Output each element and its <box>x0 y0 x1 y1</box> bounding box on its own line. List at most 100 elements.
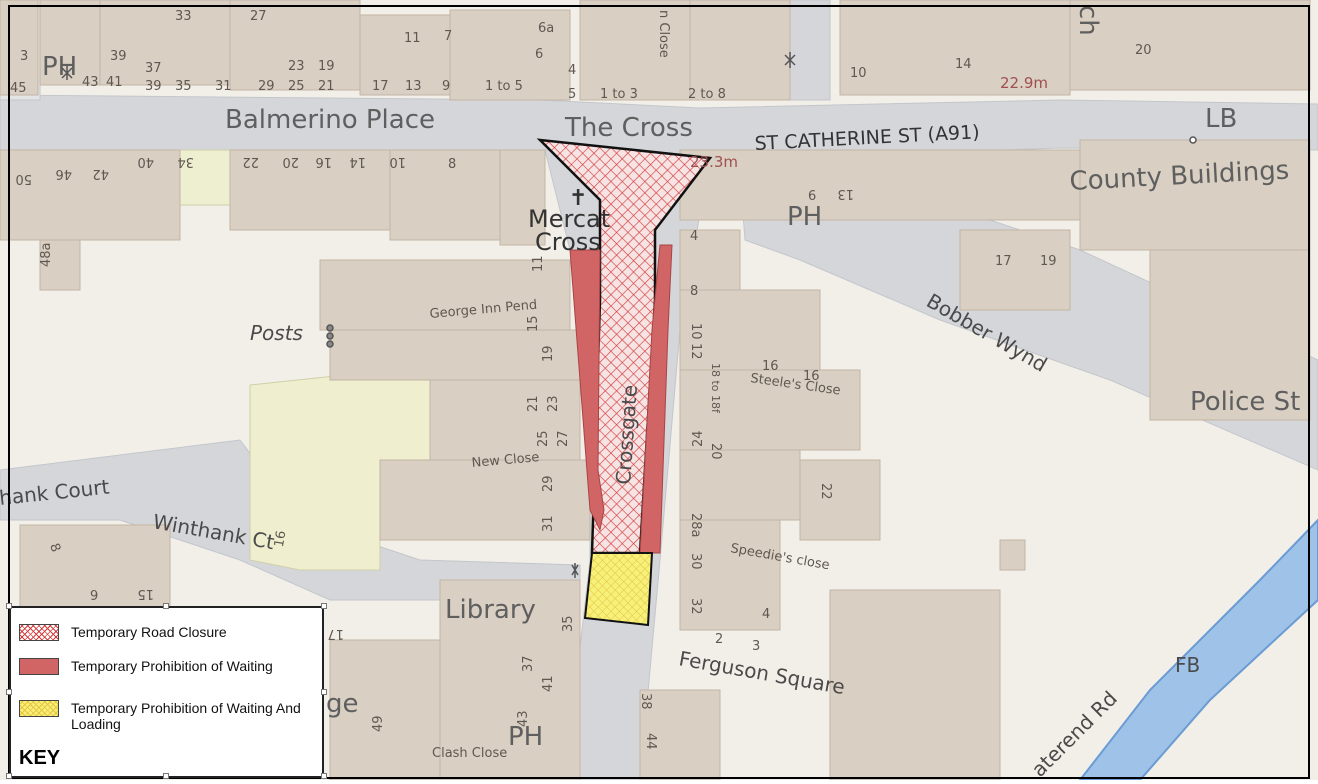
svg-text:18 to 18f: 18 to 18f <box>709 363 722 414</box>
svg-text:12: 12 <box>688 343 703 360</box>
svg-text:4: 4 <box>568 63 576 78</box>
svg-text:11: 11 <box>531 255 546 272</box>
svg-text:9: 9 <box>442 79 450 94</box>
svg-text:31: 31 <box>215 79 232 94</box>
svg-text:27: 27 <box>250 9 267 24</box>
svg-text:23: 23 <box>288 59 305 74</box>
resize-handle-top-right[interactable] <box>321 603 327 609</box>
svg-text:10: 10 <box>389 154 406 169</box>
svg-text:30: 30 <box>688 553 703 570</box>
svg-text:16: 16 <box>803 369 820 384</box>
label-ge: ge <box>326 689 359 719</box>
svg-text:49: 49 <box>371 715 386 732</box>
map-border <box>8 5 1310 779</box>
legend-item-road-closure: Temporary Road Closure <box>19 624 227 641</box>
svg-text:48a: 48a <box>39 242 54 267</box>
svg-text:14: 14 <box>955 57 972 72</box>
svg-text:40: 40 <box>137 154 154 169</box>
legend-label-road-closure: Temporary Road Closure <box>71 624 227 640</box>
svg-text:8: 8 <box>690 284 698 299</box>
label-close-top: n Close <box>656 10 671 58</box>
label-mercat: Mercat <box>528 205 610 233</box>
svg-text:17: 17 <box>995 254 1012 269</box>
svg-text:20: 20 <box>282 154 299 169</box>
svg-text:5: 5 <box>568 87 576 102</box>
svg-text:6a: 6a <box>538 21 554 36</box>
waiting-swatch-icon <box>19 658 59 675</box>
svg-text:7: 7 <box>444 29 452 44</box>
svg-text:39: 39 <box>145 79 162 94</box>
svg-text:3: 3 <box>752 639 760 654</box>
svg-text:29: 29 <box>541 475 556 492</box>
svg-text:10: 10 <box>688 323 703 340</box>
svg-text:20: 20 <box>1135 43 1152 58</box>
svg-text:15: 15 <box>526 315 541 332</box>
label-cross: Cross <box>535 228 601 256</box>
waiting-prohibition-east[interactable] <box>639 244 673 554</box>
resize-handle-bottom-left[interactable] <box>6 773 12 779</box>
resize-handle-bottom-mid[interactable] <box>163 773 169 779</box>
legend-item-loading: Temporary Prohibition of Waiting And Loa… <box>19 700 311 732</box>
svg-text:33: 33 <box>175 9 192 24</box>
svg-text:16: 16 <box>315 154 332 169</box>
legend-label-waiting: Temporary Prohibition of Waiting <box>71 658 273 674</box>
label-elevation-1: 22.9m <box>1000 74 1048 92</box>
svg-text:24: 24 <box>691 430 706 447</box>
svg-text:19: 19 <box>541 345 556 362</box>
svg-text:3: 3 <box>20 49 28 64</box>
label-ph-2: PH <box>787 202 822 232</box>
label-ch: ch <box>1073 5 1103 36</box>
label-balmerino-place: Balmerino Place <box>225 105 435 135</box>
svg-text:28a: 28a <box>688 513 703 538</box>
svg-text:39: 39 <box>110 49 127 64</box>
svg-text:35: 35 <box>175 79 192 94</box>
svg-text:13: 13 <box>837 186 854 201</box>
resize-handle-mid-right[interactable] <box>321 689 327 695</box>
waiting-prohibition-west[interactable] <box>569 249 605 532</box>
svg-text:23: 23 <box>546 395 561 412</box>
svg-text:42: 42 <box>92 166 109 181</box>
svg-text:1 to 5: 1 to 5 <box>485 79 523 94</box>
legend-label-loading: Temporary Prohibition of Waiting And Loa… <box>71 700 301 732</box>
cross-icon: ✝ <box>569 186 587 211</box>
resize-handle-bottom-right[interactable] <box>321 773 327 779</box>
label-library: Library <box>445 595 536 625</box>
resize-handle-top-mid[interactable] <box>163 603 169 609</box>
svg-text:16: 16 <box>762 359 779 374</box>
label-new-close: New Close <box>471 450 540 471</box>
svg-text:11: 11 <box>404 31 421 46</box>
svg-text:41: 41 <box>106 75 123 90</box>
svg-text:21: 21 <box>526 395 541 412</box>
loading-prohibition-area[interactable] <box>583 552 654 627</box>
svg-text:44: 44 <box>643 733 658 750</box>
svg-text:37: 37 <box>521 655 536 672</box>
svg-text:25: 25 <box>536 430 551 447</box>
svg-text:15: 15 <box>137 586 154 601</box>
svg-text:17: 17 <box>327 626 344 641</box>
label-lb: LB <box>1205 104 1237 134</box>
svg-text:46: 46 <box>55 166 72 181</box>
svg-text:29: 29 <box>258 79 275 94</box>
svg-text:13: 13 <box>405 79 422 94</box>
svg-text:20: 20 <box>708 443 723 460</box>
svg-text:19: 19 <box>318 59 335 74</box>
svg-text:19: 19 <box>1040 254 1057 269</box>
svg-text:50: 50 <box>15 171 32 186</box>
svg-text:32: 32 <box>688 598 703 615</box>
resize-handle-top-left[interactable] <box>6 603 12 609</box>
resize-handle-mid-left[interactable] <box>6 689 12 695</box>
loading-swatch-icon <box>19 700 59 717</box>
svg-text:17: 17 <box>372 79 389 94</box>
legend[interactable]: Temporary Road Closure Temporary Prohibi… <box>9 606 324 778</box>
svg-text:37: 37 <box>145 61 162 76</box>
legend-title: KEY <box>19 747 61 769</box>
svg-text:6: 6 <box>808 189 816 204</box>
label-elevation-2: 23.3m <box>690 153 738 171</box>
svg-text:22: 22 <box>242 154 259 169</box>
svg-text:35: 35 <box>561 615 576 632</box>
svg-text:31: 31 <box>541 515 556 532</box>
svg-text:21: 21 <box>318 79 335 94</box>
